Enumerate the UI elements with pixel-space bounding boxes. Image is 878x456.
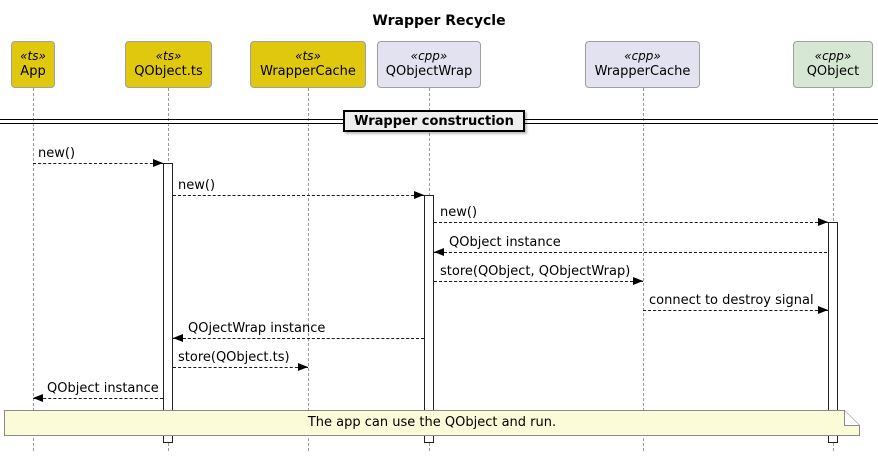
- participant-stereotype: «ts»: [20, 48, 46, 63]
- arrowhead-right-icon: [298, 363, 308, 371]
- diagram-title: Wrapper Recycle: [372, 13, 506, 29]
- participant-name: WrapperCache: [260, 63, 356, 79]
- participant-name: QObject.ts: [134, 63, 203, 79]
- message-label: new(): [38, 146, 76, 161]
- participant-qobject-ts: «ts» QObject.ts: [125, 41, 212, 88]
- section-divider-label: Wrapper construction: [354, 113, 514, 129]
- message-line: [33, 398, 163, 399]
- message-line: [173, 195, 424, 196]
- participant-stereotype: «cpp»: [410, 48, 448, 63]
- arrowhead-right-icon: [414, 191, 424, 199]
- participant-app: «ts» App: [11, 41, 55, 88]
- message-label: new(): [178, 178, 216, 193]
- message-line: [33, 163, 163, 164]
- participant-wrappercache-ts: «ts» WrapperCache: [250, 41, 366, 88]
- participant-stereotype: «ts»: [295, 48, 321, 63]
- arrowhead-left-icon: [434, 248, 444, 256]
- participant-qobject-cpp: «cpp» QObject: [793, 41, 873, 88]
- arrowhead-left-icon: [33, 394, 43, 402]
- message-line: [434, 222, 828, 223]
- participant-qobjectwrap: «cpp» QObjectWrap: [377, 41, 481, 88]
- arrowhead-right-icon: [818, 306, 828, 314]
- message-label: QObject instance: [47, 381, 159, 396]
- lifeline-wrappercache-cpp: [643, 88, 644, 451]
- message-line: [434, 252, 827, 253]
- activation-qobjectwrap: [424, 195, 434, 443]
- lifeline-app: [33, 88, 34, 451]
- activation-qobject-ts: [163, 163, 173, 443]
- arrowhead-right-icon: [818, 218, 828, 226]
- message-label: store(QObject, QObjectWrap): [440, 264, 631, 279]
- participant-name: QObjectWrap: [385, 63, 473, 79]
- arrowhead-left-icon: [173, 334, 183, 342]
- participant-stereotype: «ts»: [155, 48, 182, 63]
- message-label: store(QObject.ts): [178, 350, 290, 365]
- participant-stereotype: «cpp»: [624, 48, 661, 63]
- participant-name: WrapperCache: [594, 63, 691, 79]
- participant-name: App: [20, 63, 46, 79]
- message-label: QObject instance: [449, 235, 561, 250]
- participant-wrappercache-cpp: «cpp» WrapperCache: [585, 41, 700, 88]
- activation-qobject-cpp: [828, 222, 838, 443]
- message-line: [434, 281, 643, 282]
- sequence-note: The app can use the QObject and run.: [307, 415, 557, 430]
- note-shape: [4, 410, 860, 436]
- message-label: QOjectWrap instance: [188, 321, 326, 336]
- message-line: [643, 310, 828, 311]
- message-line: [173, 338, 424, 339]
- message-label: connect to destroy signal: [649, 293, 814, 308]
- arrowhead-right-icon: [153, 159, 163, 167]
- arrowhead-right-icon: [633, 277, 643, 285]
- participant-stereotype: «cpp»: [814, 48, 852, 63]
- message-label: new(): [440, 205, 478, 220]
- participant-name: QObject: [806, 63, 860, 79]
- message-line: [173, 367, 308, 368]
- section-divider: Wrapper construction: [343, 110, 525, 132]
- lifeline-wrappercache-ts: [308, 88, 309, 451]
